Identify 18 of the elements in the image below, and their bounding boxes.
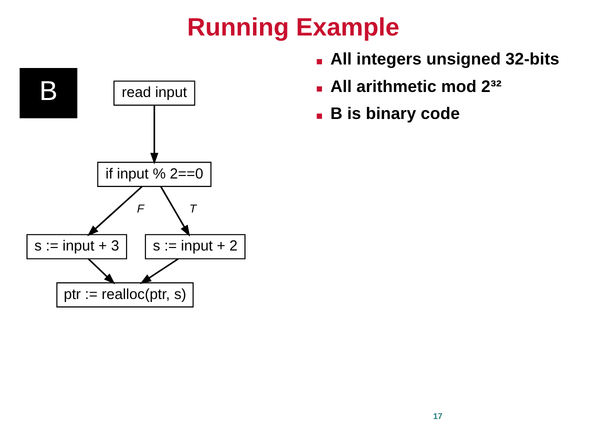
arrow xyxy=(160,186,190,237)
label: All integers unsigned 32-bits xyxy=(330,50,560,69)
node-box: if input % 2==0 xyxy=(97,162,212,187)
node-box: s := input + 2 xyxy=(144,234,246,260)
node-box: s := input + 3 xyxy=(26,234,128,260)
arrow xyxy=(150,106,158,164)
label: B is binary code xyxy=(330,104,460,124)
label: All arithmetic mod 2³² xyxy=(330,76,502,96)
edge-label: T xyxy=(189,203,196,216)
label: 17 xyxy=(433,410,442,421)
arrow xyxy=(87,186,142,236)
edge-label: F xyxy=(137,203,144,216)
arrow xyxy=(140,258,179,284)
diagram-title: Running Example xyxy=(187,14,400,42)
node-box: B xyxy=(20,68,78,118)
node-box: read input xyxy=(113,80,196,106)
arrow xyxy=(88,258,116,284)
node-box: ptr := realloc(ptr, s) xyxy=(56,282,194,308)
